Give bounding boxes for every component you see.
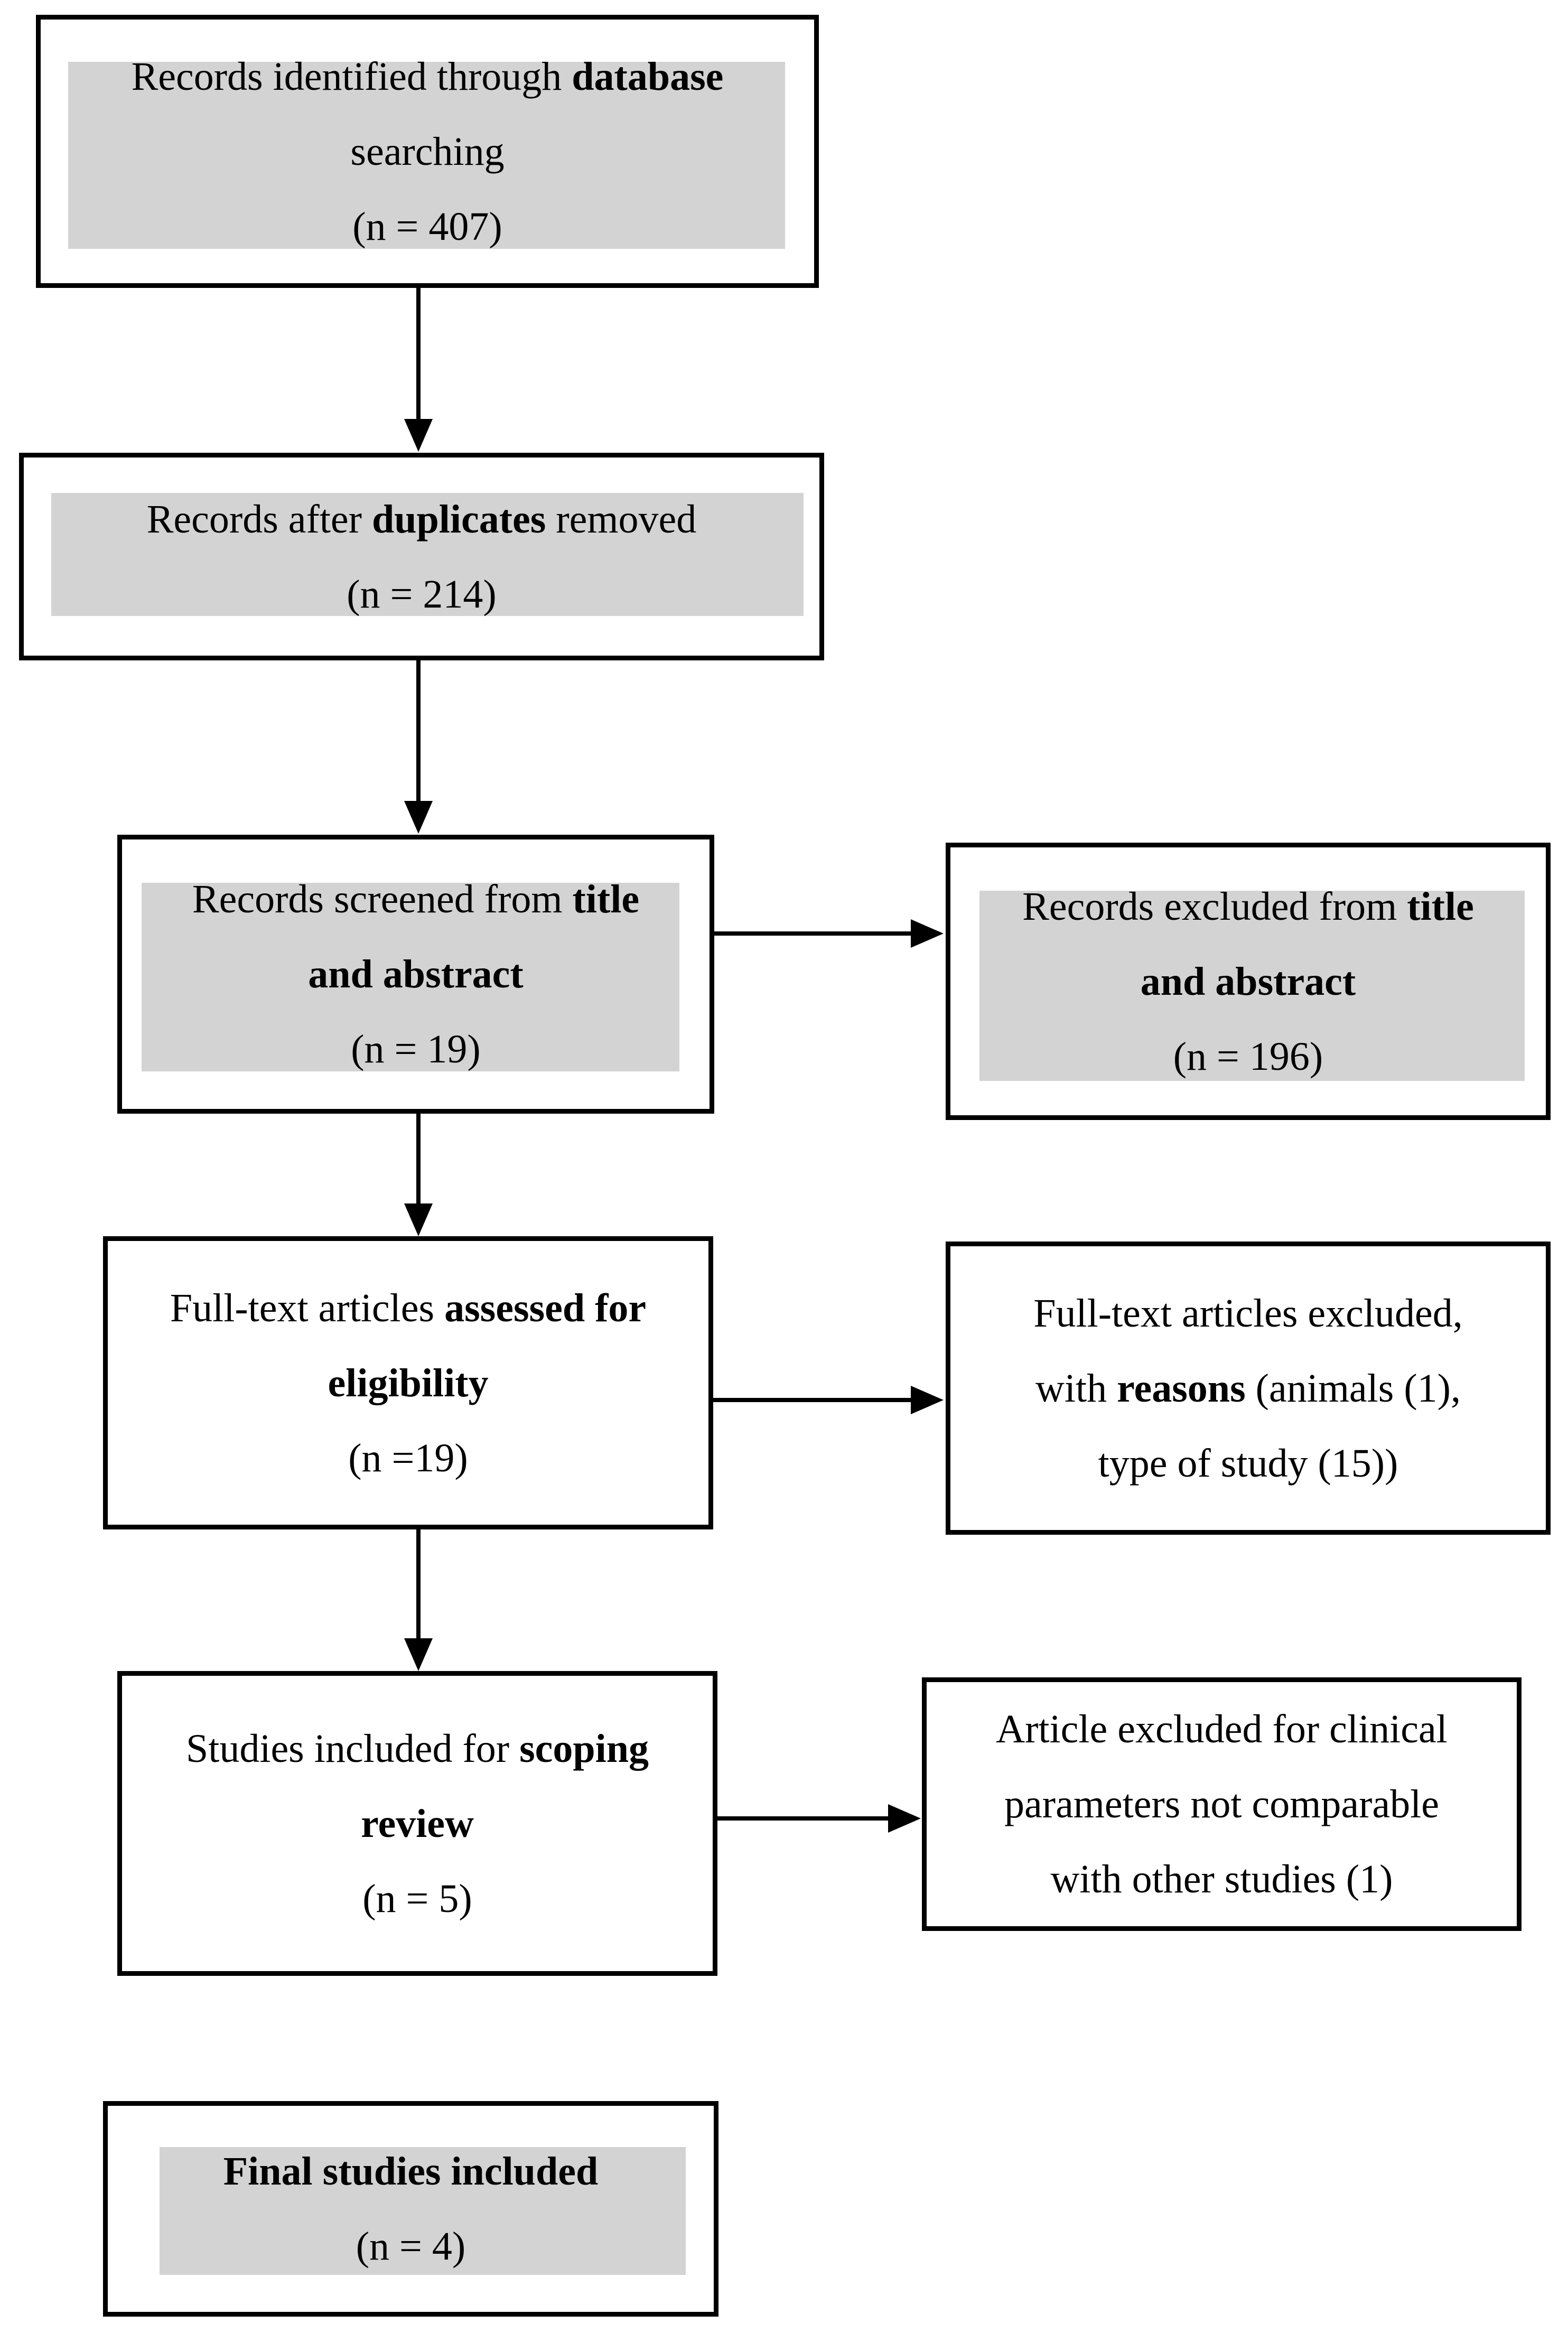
box-records-after-duplicates: Records after duplicates removed(n = 214…: [19, 453, 824, 660]
arrow-head-down-icon: [404, 801, 433, 834]
arrow-head-down-icon: [404, 1638, 433, 1671]
box-final-studies-included: Final studies included(n = 4): [103, 2101, 718, 2317]
box-fulltext-excluded-text: Full-text articles excluded,with reasons…: [1033, 1291, 1463, 1486]
inner-shading: [68, 62, 785, 249]
arrow-head-down-icon: [404, 419, 433, 452]
arrow-line: [713, 1398, 912, 1402]
arrow-head-right-icon: [911, 1386, 944, 1414]
arrow-line: [416, 1114, 421, 1206]
arrow-head-down-icon: [404, 1203, 433, 1236]
box-final-studies-included-text: Final studies included(n = 4): [223, 2149, 599, 2269]
inner-shading: [979, 891, 1525, 1081]
box-records-after-duplicates-text: Records after duplicates removed(n = 214…: [146, 497, 697, 617]
inner-shading: [51, 493, 804, 616]
inner-shading: [142, 883, 679, 1071]
arrow-head-right-icon: [888, 1804, 921, 1833]
arrow-line: [717, 1816, 890, 1821]
arrow-line: [714, 931, 912, 936]
inner-shading: [160, 2147, 686, 2275]
box-fulltext-excluded: Full-text articles excluded,with reasons…: [946, 1242, 1551, 1535]
arrow-line: [416, 288, 421, 421]
arrow-line: [416, 660, 421, 803]
arrow-head-right-icon: [911, 919, 944, 948]
arrow-line: [416, 1529, 421, 1640]
